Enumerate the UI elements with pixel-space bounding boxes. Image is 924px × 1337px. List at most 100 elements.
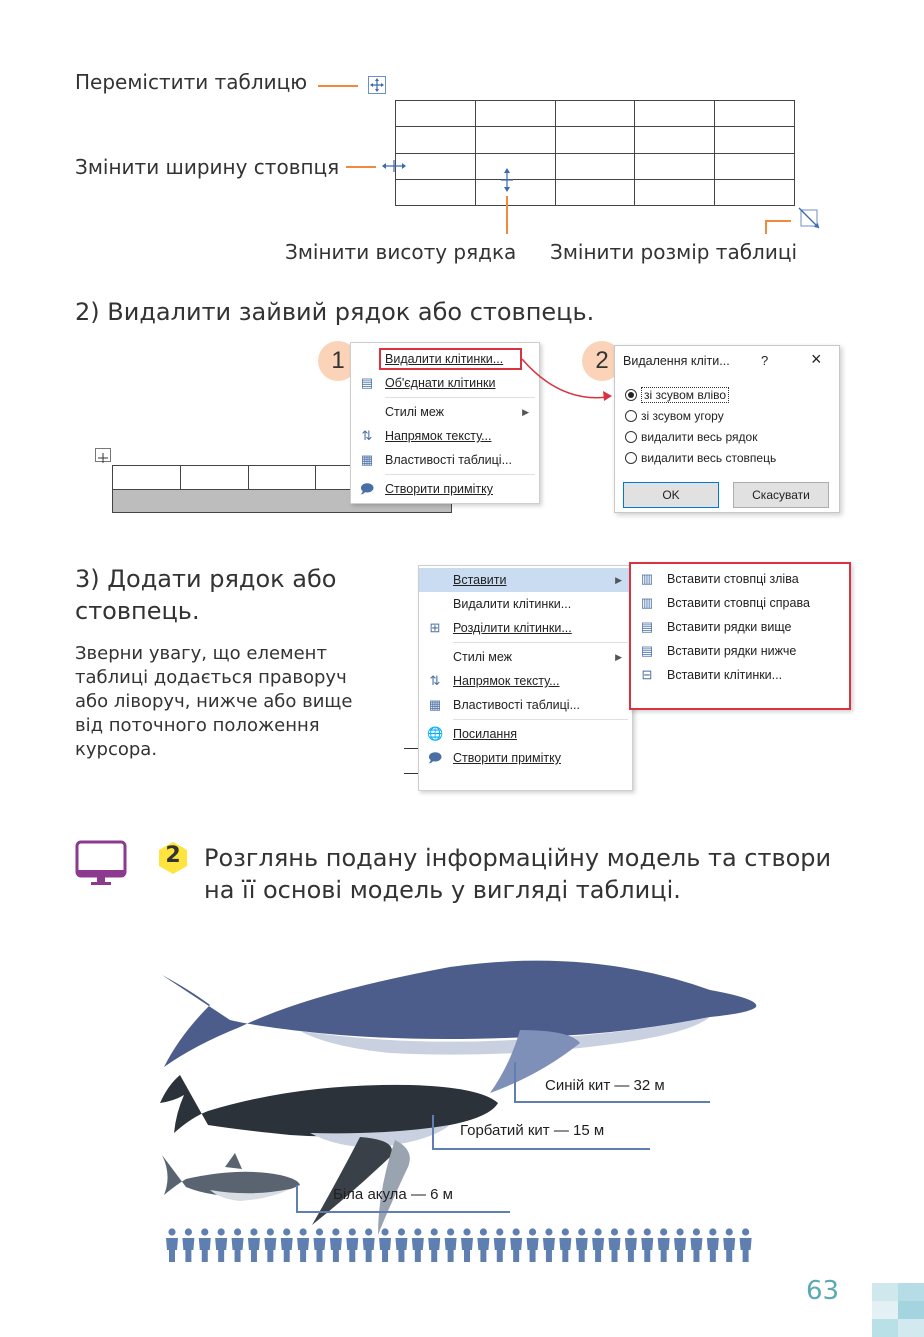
help-button[interactable]: ? bbox=[761, 353, 769, 368]
option-delete-column[interactable]: видалити весь стовпець bbox=[625, 449, 776, 467]
menu-item-label: Стилі меж bbox=[385, 405, 445, 419]
submenu-item-insert-rows-below[interactable]: ▤ Вставити рядки нижче bbox=[631, 639, 849, 663]
radio-icon bbox=[625, 410, 637, 422]
menu-item-split-cells[interactable]: ⊞ Розділити клітинки... bbox=[419, 616, 632, 640]
menu-item-label: Створити примітку bbox=[453, 751, 561, 765]
page-number: 63 bbox=[806, 1276, 840, 1306]
menu-item-new-comment[interactable]: 🗩 Створити примітку bbox=[419, 746, 632, 770]
menu-item-new-comment[interactable]: 🗩 Створити примітку bbox=[351, 477, 539, 501]
person-figure-icon bbox=[723, 1228, 736, 1262]
menu-item-table-properties[interactable]: ▦ Властивості таблиці... bbox=[351, 448, 539, 472]
row-height-label: Змінити висоту рядка bbox=[285, 240, 517, 264]
menu-item-label: Вставити клітинки... bbox=[667, 668, 783, 682]
task-number-badge: 2 bbox=[156, 841, 190, 875]
person-figure-icon bbox=[247, 1228, 260, 1262]
text-direction-icon: ⇅ bbox=[361, 428, 373, 443]
person-figure-icon bbox=[592, 1228, 605, 1262]
option-shift-up[interactable]: зі зсувом угору bbox=[625, 407, 724, 425]
menu-item-label: Вставити стовпці зліва bbox=[667, 572, 799, 586]
insert-columns-right-icon: ▥ bbox=[640, 595, 654, 610]
connector-line bbox=[296, 1185, 298, 1212]
menu-item-label: Розділити клітинки... bbox=[453, 621, 572, 635]
person-figure-icon bbox=[428, 1228, 441, 1262]
option-label: зі зсувом угору bbox=[641, 409, 724, 423]
step3-heading-line1: 3) Додати рядок або bbox=[75, 565, 337, 593]
move-table-handle-icon[interactable] bbox=[95, 448, 111, 463]
menu-item-label: Напрямок тексту... bbox=[453, 674, 560, 688]
menu-item-insert[interactable]: Вставити ▶ bbox=[419, 568, 632, 592]
submenu-item-insert-columns-right[interactable]: ▥ Вставити стовпці справа bbox=[631, 591, 849, 615]
connector-line bbox=[514, 1101, 710, 1103]
submenu-arrow-icon: ▶ bbox=[615, 652, 622, 662]
menu-item-delete-cells[interactable]: Видалити клітинки... bbox=[419, 592, 632, 616]
submenu-arrow-icon: ▶ bbox=[522, 407, 529, 417]
menu-item-label: Стилі меж bbox=[453, 650, 513, 664]
menu-item-merge-cells[interactable]: ▤ Об'єднати клітинки bbox=[351, 371, 539, 395]
menu-separator bbox=[385, 397, 535, 398]
pointer-line bbox=[765, 220, 767, 234]
person-figure-icon bbox=[674, 1228, 687, 1262]
person-figure-icon bbox=[362, 1228, 375, 1262]
table-resize-handle-icon[interactable] bbox=[798, 207, 820, 229]
radio-icon bbox=[625, 452, 637, 464]
person-figure-icon bbox=[706, 1228, 719, 1262]
person-figure-icon bbox=[182, 1228, 195, 1262]
move-table-handle-icon[interactable] bbox=[368, 76, 386, 94]
person-figure-icon bbox=[346, 1228, 359, 1262]
menu-item-label: Властивості таблиці... bbox=[453, 698, 580, 712]
submenu-item-insert-cells[interactable]: ⊟ Вставити клітинки... bbox=[631, 663, 849, 687]
comment-icon: 🗩 bbox=[359, 481, 375, 496]
person-figure-icon bbox=[608, 1228, 621, 1262]
radio-selected-icon bbox=[625, 389, 637, 401]
split-cells-icon: ⊞ bbox=[429, 620, 441, 635]
menu-item-label: Вставити bbox=[453, 573, 507, 587]
step3-note: Зверни увагу, що елемент таблиці додаєть… bbox=[75, 642, 385, 762]
cancel-button[interactable]: Скасувати bbox=[733, 482, 829, 508]
insert-rows-above-icon: ▤ bbox=[640, 619, 654, 634]
person-figure-icon bbox=[559, 1228, 572, 1262]
delete-cells-dialog: Видалення кліти... ? × зі зсувом вліво з… bbox=[614, 345, 840, 513]
close-button[interactable]: × bbox=[811, 349, 822, 369]
menu-item-label: Властивості таблиці... bbox=[385, 453, 512, 467]
task-number: 2 bbox=[165, 843, 181, 868]
menu-item-text-direction[interactable]: ⇅ Напрямок тексту... bbox=[419, 669, 632, 693]
person-figure-icon bbox=[313, 1228, 326, 1262]
option-label: зі зсувом вліво bbox=[641, 387, 730, 403]
menu-item-table-properties[interactable]: ▦ Властивості таблиці... bbox=[419, 693, 632, 717]
sample-table[interactable] bbox=[395, 99, 795, 207]
menu-item-link[interactable]: 🌐 Посилання bbox=[419, 722, 632, 746]
menu-item-delete-cells[interactable]: Видалити клітинки... bbox=[351, 347, 539, 371]
menu-item-border-styles[interactable]: Стилі меж ▶ bbox=[351, 400, 539, 424]
column-resize-cursor-icon[interactable] bbox=[381, 158, 407, 172]
context-menu-delete: Видалити клітинки... ▤ Об'єднати клітинк… bbox=[350, 342, 540, 504]
submenu-item-insert-columns-left[interactable]: ▥ Вставити стовпці зліва bbox=[631, 567, 849, 591]
table-border bbox=[404, 748, 418, 749]
white-shark-image bbox=[162, 1153, 300, 1201]
person-figure-icon bbox=[477, 1228, 490, 1262]
shark-label: Біла акула — 6 м bbox=[333, 1186, 453, 1203]
table-properties-icon: ▦ bbox=[428, 697, 442, 712]
person-figure-icon bbox=[215, 1228, 228, 1262]
note-line: Зверни увагу, що елемент bbox=[75, 643, 327, 664]
option-delete-row[interactable]: видалити весь рядок bbox=[625, 428, 757, 446]
person-figure-icon bbox=[739, 1228, 752, 1262]
menu-item-label: Об'єднати клітинки bbox=[385, 376, 496, 390]
menu-item-label: Видалити клітинки... bbox=[385, 352, 504, 366]
option-shift-left[interactable]: зі зсувом вліво bbox=[625, 386, 730, 404]
person-figure-icon bbox=[329, 1228, 342, 1262]
person-figure-icon bbox=[166, 1228, 178, 1262]
row-resize-cursor-icon[interactable] bbox=[500, 168, 514, 192]
submenu-item-insert-rows-above[interactable]: ▤ Вставити рядки вище bbox=[631, 615, 849, 639]
person-figure-icon bbox=[395, 1228, 408, 1262]
ok-button[interactable]: OK bbox=[623, 482, 719, 508]
merge-cells-icon: ▤ bbox=[360, 375, 374, 390]
text-direction-icon: ⇅ bbox=[429, 673, 441, 688]
menu-item-text-direction[interactable]: ⇅ Напрямок тексту... bbox=[351, 424, 539, 448]
table-properties-icon: ▦ bbox=[360, 452, 374, 467]
connector-line bbox=[432, 1148, 650, 1150]
menu-item-border-styles[interactable]: Стилі меж ▶ bbox=[419, 645, 632, 669]
option-label: видалити весь рядок bbox=[641, 430, 758, 444]
humpback-whale-label: Горбатий кит — 15 м bbox=[460, 1122, 605, 1139]
insert-rows-below-icon: ▤ bbox=[640, 643, 654, 658]
menu-item-label: Вставити стовпці справа bbox=[667, 596, 810, 610]
